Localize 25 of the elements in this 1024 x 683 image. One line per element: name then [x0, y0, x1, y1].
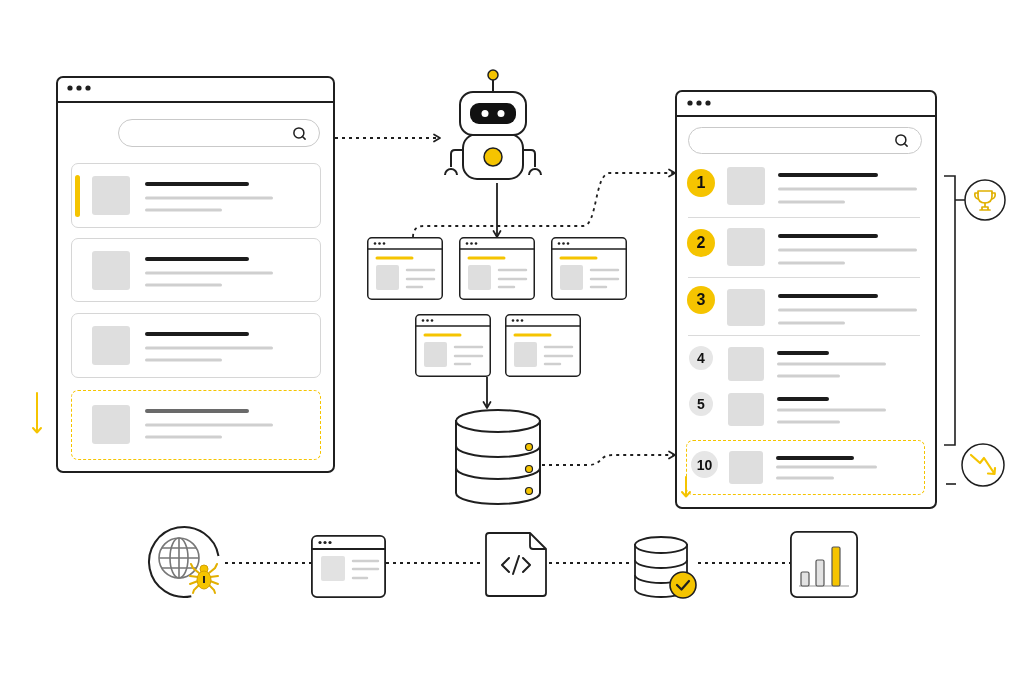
rank-badge: 1 — [687, 169, 715, 197]
webpage-icon — [311, 535, 386, 598]
webpage-illustration — [505, 314, 580, 377]
ranked-results-window — [675, 90, 937, 509]
database-check-icon — [633, 535, 698, 599]
rank-badge: 10 — [691, 451, 718, 478]
rank-badge: 2 — [687, 229, 715, 257]
bar-chart-icon — [790, 531, 858, 598]
webpage-illustration — [459, 237, 535, 300]
rank-badge: 4 — [689, 346, 713, 370]
webpage-illustration — [551, 237, 627, 300]
database-illustration — [454, 408, 542, 506]
search-results-window — [56, 76, 335, 473]
arrow — [492, 182, 502, 238]
webpage-illustration — [367, 237, 443, 300]
arrow — [482, 376, 492, 409]
rank-badge: 3 — [687, 286, 715, 314]
code-file-icon — [483, 531, 549, 598]
dotted-connector — [224, 562, 312, 564]
webpage-illustration — [415, 314, 490, 377]
dotted-arrow — [412, 168, 676, 238]
dotted-arrow — [541, 450, 676, 466]
dotted-arrow — [334, 133, 441, 143]
dashed-highlight-area — [686, 440, 925, 495]
rank-badge: 5 — [689, 392, 713, 416]
